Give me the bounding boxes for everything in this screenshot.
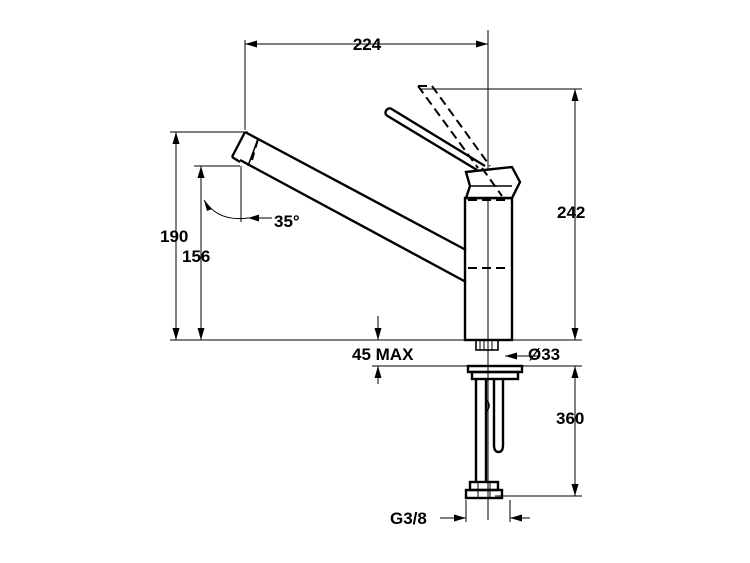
dimension-45-max: 45 MAX [352,316,475,384]
lever-housing [464,165,522,200]
dimension-diameter-33: Ø33 [505,345,560,364]
dimension-190: 190 [160,131,248,340]
dim-label-g38: G3/8 [390,509,427,528]
hose-end-fitting [464,480,504,500]
faucet-spout [230,130,467,284]
lever-handle [384,106,486,172]
dimension-35-degree: 35° [203,166,300,231]
dimension-242: 242 [420,88,585,340]
dimension-360: 360 [495,365,584,497]
dimension-156: 156 [182,165,240,340]
dim-label-190: 190 [160,227,188,246]
dim-label-360: 360 [556,409,584,428]
supply-hoses [474,379,505,482]
dim-label-35deg: 35° [274,212,300,231]
mounting-hardware [466,339,524,381]
dim-label-156: 156 [182,247,210,266]
dimension-224: 224 [244,35,488,130]
dim-label-45max: 45 MAX [352,345,414,364]
dim-label-d33: Ø33 [528,345,560,364]
dim-label-224: 224 [353,35,382,54]
lever-handle-alt-position [417,85,491,169]
dim-label-242: 242 [557,203,585,222]
dimension-g38: G3/8 [390,500,530,528]
